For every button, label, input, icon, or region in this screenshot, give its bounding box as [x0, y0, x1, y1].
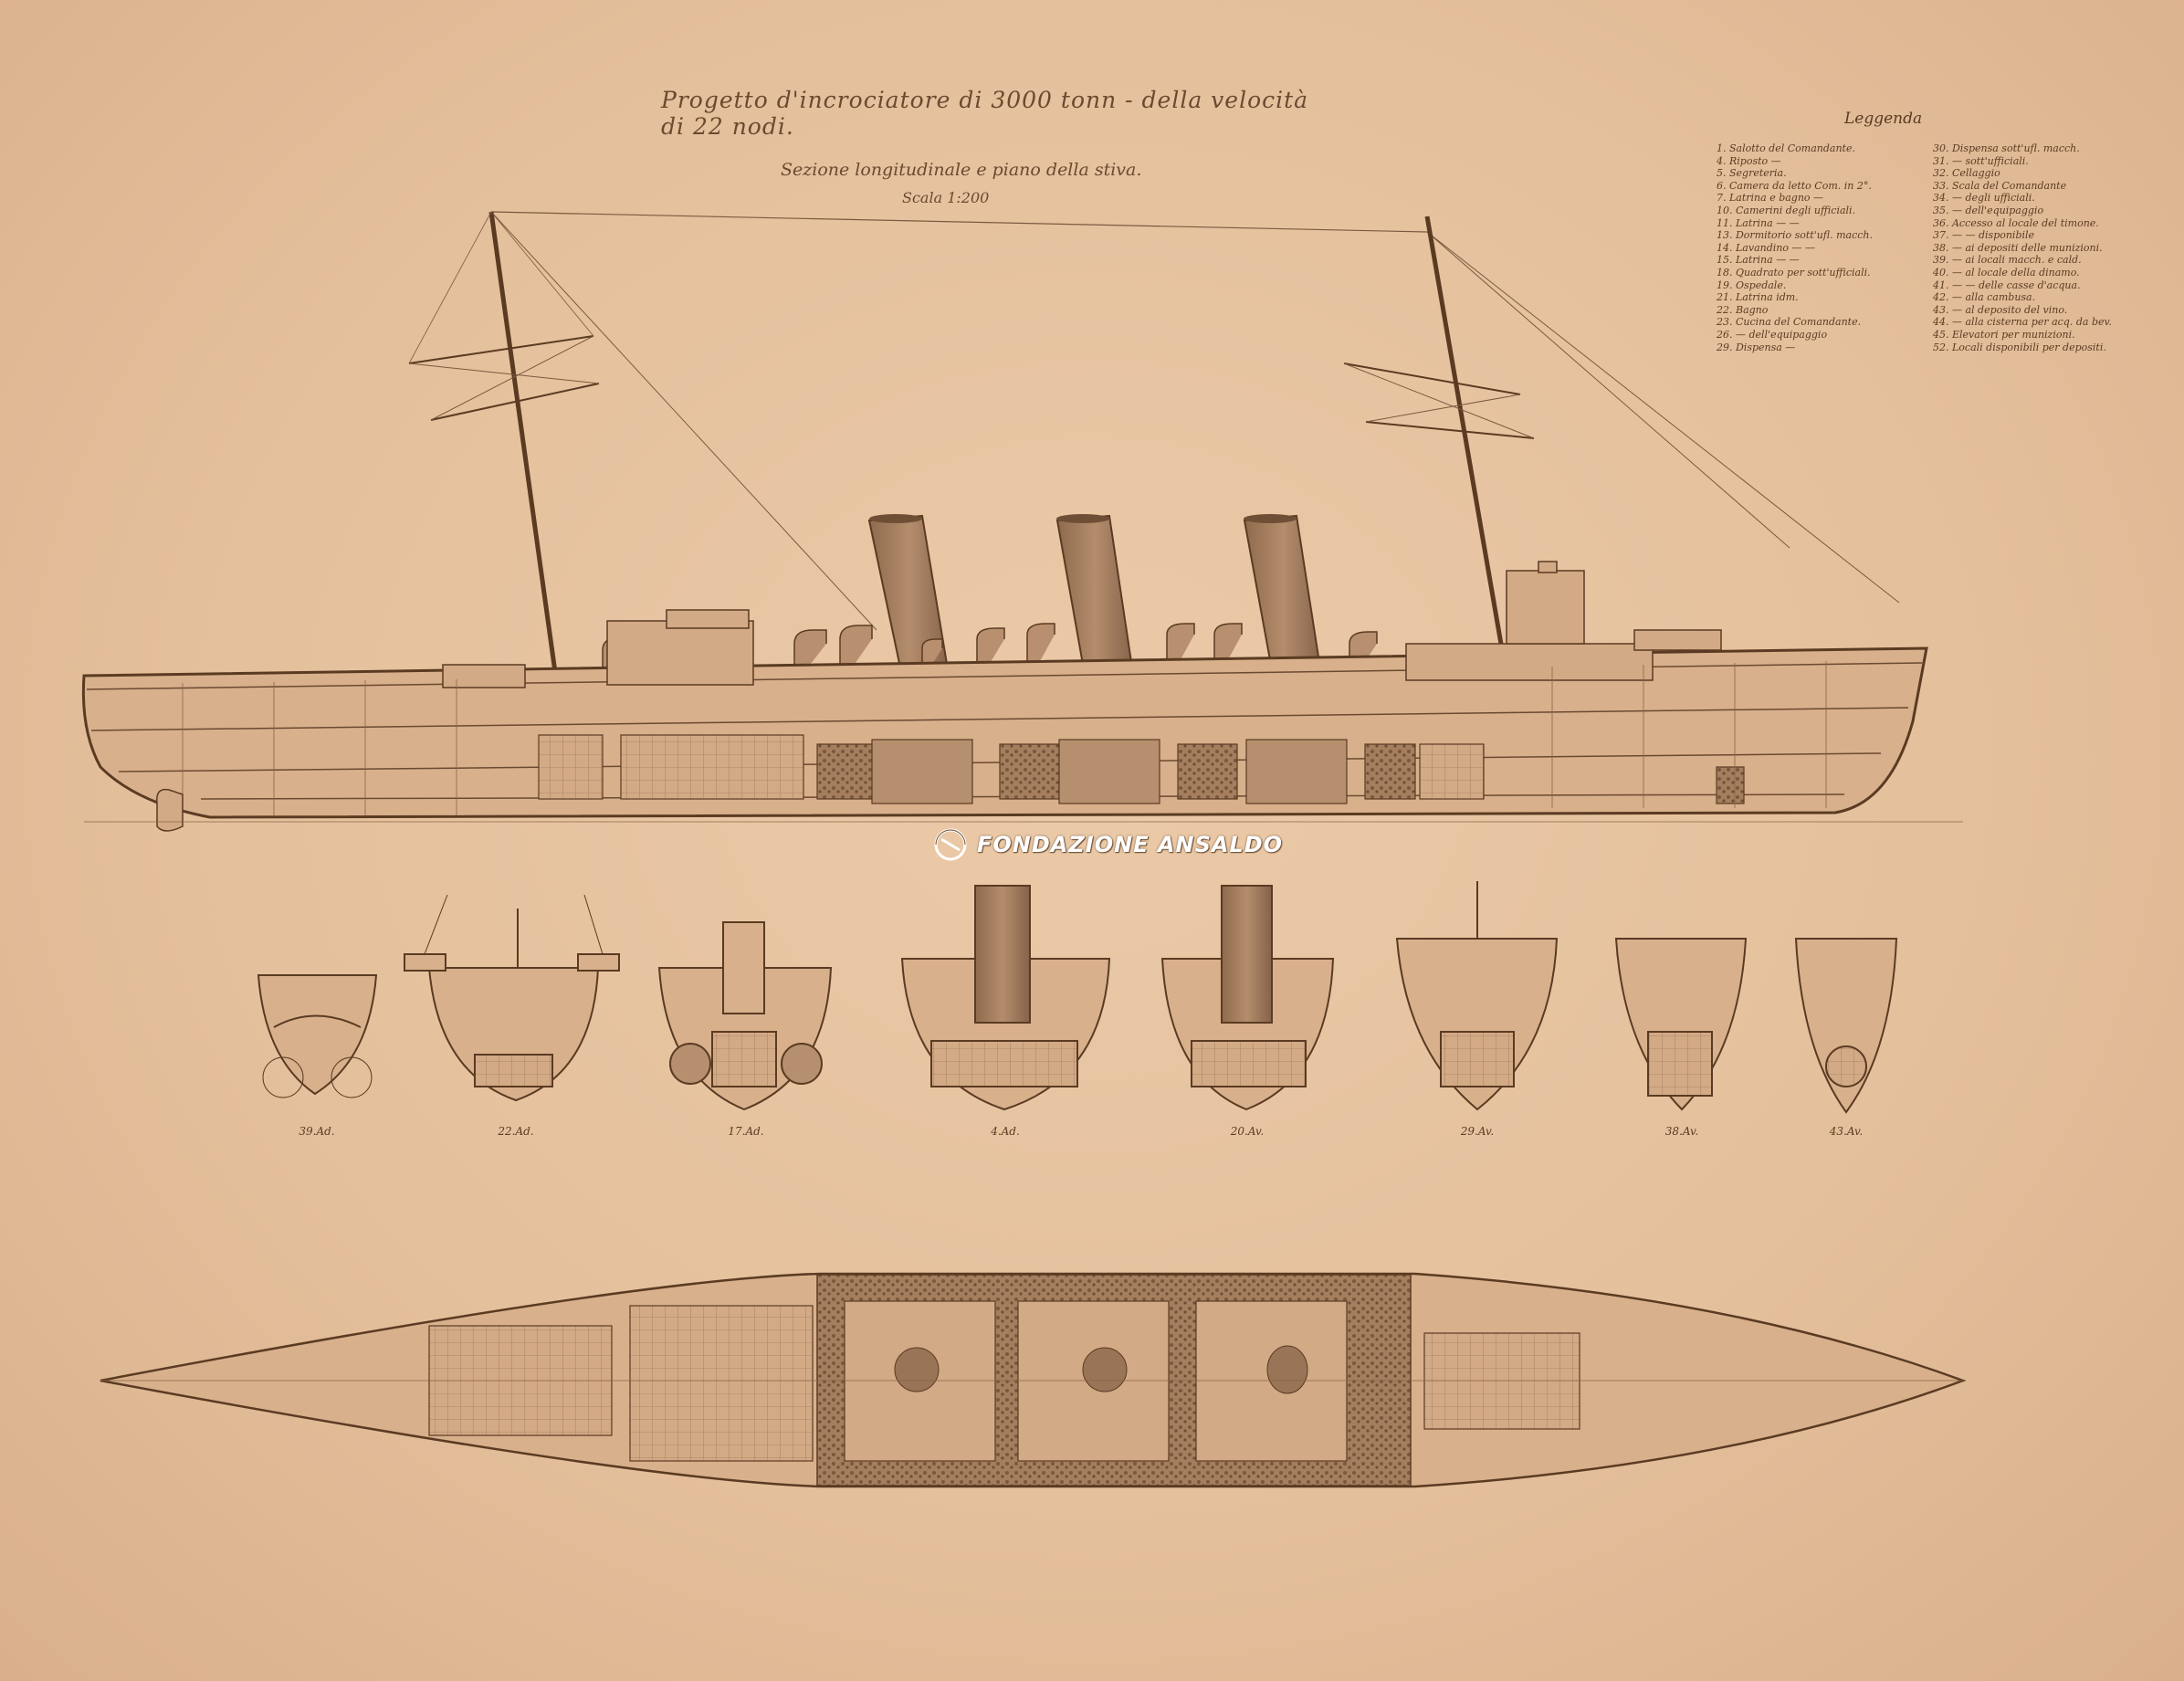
legend-item: 31. — sott'ufficiali. [1933, 154, 2029, 167]
legend-item: 22. Bagno [1717, 303, 1769, 316]
frame-lines [182, 661, 1827, 815]
legend-item: 32. Cellaggio [1933, 167, 2000, 180]
legend-item: 26. — dell'equipaggio [1717, 328, 1828, 341]
legend-item: 44. — alla cisterna per acq. da bev. [1933, 316, 2112, 329]
legend-item: 4. Riposto — [1717, 154, 1781, 167]
drawing-title: Progetto d'incrociatore di 3000 tonn - d… [661, 87, 1309, 140]
watermark: FONDAZIONE ANSALDO [933, 826, 1283, 863]
section-label: 29.Av. [1460, 1125, 1495, 1138]
legend-item: 45. Elevatori per munizioni. [1933, 328, 2075, 341]
legend-item: 38. — ai depositi delle munizioni. [1933, 241, 2103, 254]
legend-item: 15. Latrina — — [1717, 254, 1800, 267]
legend-item: 7. Latrina e bagno — [1717, 192, 1824, 205]
section-label: 43.Av. [1829, 1125, 1864, 1138]
legend-item: 11. Latrina — — [1717, 216, 1800, 229]
section-label: 20.Av. [1230, 1125, 1265, 1138]
legend-column-1: 1. Salotto del Comandante.4. Riposto —5.… [1717, 142, 1920, 353]
cross-section-4 [900, 885, 1111, 1111]
drawing-scale: Scala 1:200 [902, 189, 990, 206]
legend-item: 14. Lavandino — — [1717, 241, 1815, 254]
section-label: 39.Ad. [299, 1125, 335, 1138]
longitudinal-section [81, 211, 1963, 832]
cross-section-3 [657, 921, 833, 1111]
legend-item: 19. Ospedale. [1717, 278, 1787, 291]
legend-item: 42. — alla cambusa. [1933, 291, 2036, 304]
fore-mast [408, 211, 600, 699]
legend-item: 5. Segreteria. [1717, 167, 1787, 180]
section-label: 22.Ad. [498, 1125, 534, 1138]
antenna-wire [490, 211, 1428, 233]
cross-section-5 [1160, 885, 1335, 1111]
legend-item: 52. Locali disponibili per depositi. [1933, 341, 2106, 353]
title-block: Progetto d'incrociatore di 3000 tonn - d… [639, 87, 1333, 206]
watermark-text: FONDAZIONE ANSALDO [977, 832, 1284, 857]
legend-column-2: 30. Dispensa sott'ufl. macch.31. — sott'… [1933, 142, 2137, 353]
legend-item: 34. — degli ufficiali. [1933, 192, 2035, 205]
machinery-spaces [538, 734, 1745, 804]
legend-title: Leggenda [1844, 110, 1923, 128]
legend-item: 36. Accesso al locale del timone. [1933, 216, 2099, 229]
legend-item: 39. — ai locali macch. e cald. [1933, 254, 2082, 267]
legend-item: 37. — — disponibile [1933, 229, 2035, 242]
hold-plan [100, 1272, 1967, 1488]
section-label: 38.Av. [1664, 1125, 1699, 1138]
legend: Leggenda 1. Salotto del Comandante.4. Ri… [1717, 110, 2137, 353]
section-label: 17.Ad. [728, 1125, 764, 1138]
superstructure [442, 561, 1722, 688]
legend-item: 18. Quadrato per sott'ufficiali. [1717, 266, 1871, 278]
legend-item: 41. — — delle casse d'acqua. [1933, 278, 2081, 291]
legend-item: 10. Camerini degli ufficiali. [1717, 204, 1856, 216]
stay-fore [490, 211, 877, 631]
cross-sections [257, 881, 1898, 1114]
legend-item: 33. Scala del Comandante [1933, 179, 2067, 192]
stay-aft [1426, 231, 1790, 549]
cross-section-6 [1395, 881, 1559, 1111]
legend-item: 1. Salotto del Comandante. [1717, 142, 1855, 154]
legend-item: 43. — al deposito del vino. [1933, 303, 2068, 316]
legend-item: 23. Cucina del Comandante. [1717, 316, 1862, 329]
cross-section-1 [257, 974, 378, 1098]
drawing-subtitle: Sezione longitudinale e piano della stiv… [781, 160, 1142, 180]
legend-item: 29. Dispensa — [1717, 341, 1796, 353]
cross-section-7 [1614, 938, 1748, 1111]
cross-section-2 [404, 894, 620, 1102]
main-mast [1343, 215, 1535, 677]
section-label: 4.Ad. [991, 1125, 1020, 1138]
legend-item: 13. Dormitorio sott'ufl. macch. [1717, 229, 1874, 242]
legend-item: 30. Dispensa sott'ufl. macch. [1933, 142, 2080, 154]
legend-item: 40. — al locale della dinamo. [1933, 266, 2080, 278]
legend-item: 21. Latrina idm. [1717, 291, 1799, 304]
ansaldo-logo [934, 828, 967, 861]
rudder [156, 788, 184, 832]
legend-item: 35. — dell'equipaggio [1933, 204, 2044, 216]
cross-section-8 [1794, 938, 1898, 1114]
legend-item: 6. Camera da letto Com. in 2°. [1717, 179, 1872, 192]
